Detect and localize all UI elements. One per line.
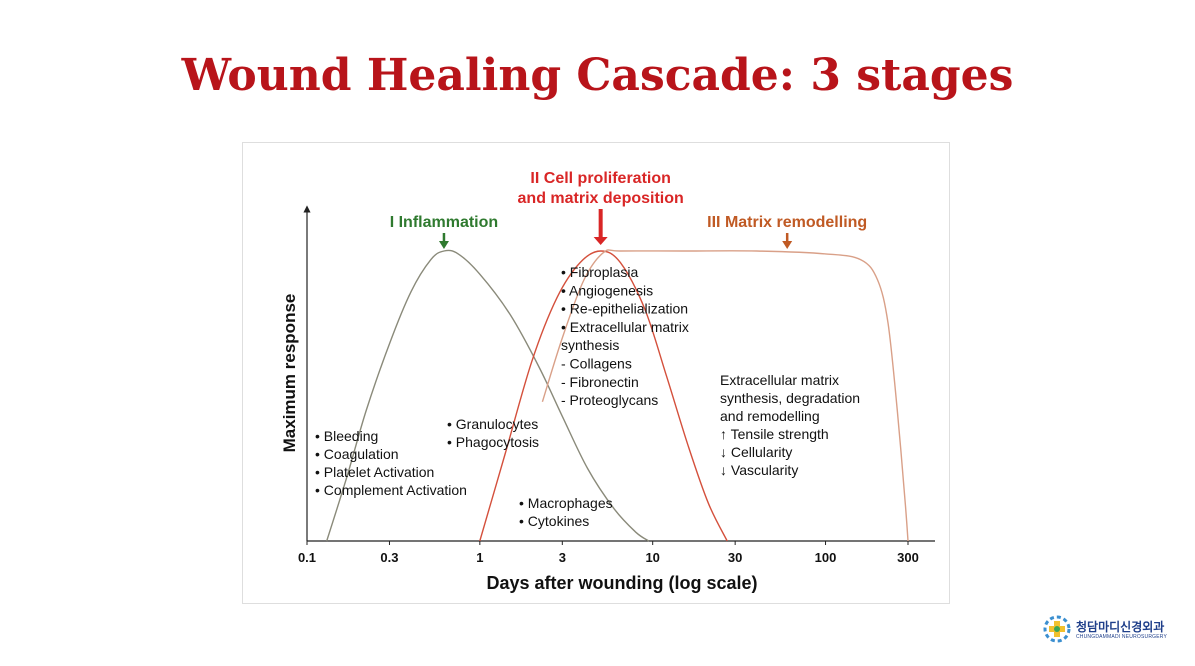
x-tick-label: 10: [645, 550, 659, 565]
wound-healing-diagram: 0.1 0.3 1 3 10 30 100 300 I Inflammation II Cell…: [242, 142, 950, 604]
annotation-proliferation-list: synthesis: [561, 337, 619, 353]
annotation-remodelling-list: synthesis, degradation: [720, 390, 860, 406]
annotation-proliferation-list: • Re-epithelialization: [561, 301, 688, 317]
annotation-remodelling-list: ↓ Cellularity: [720, 444, 792, 460]
annotation-macrophages: • Cytokines: [519, 513, 589, 529]
annotation-granulocytes: • Granulocytes: [447, 416, 538, 432]
annotation-macrophages: • Macrophages: [519, 495, 613, 511]
x-tick-label: 1: [476, 550, 483, 565]
annotation-remodelling-list: Extracellular matrix: [720, 372, 839, 388]
annotation-remodelling-list: ↓ Vascularity: [720, 462, 798, 478]
annotation-remodelling-list: and remodelling: [720, 408, 820, 424]
stage-arrowhead-remodelling: [782, 241, 793, 249]
stage-label-proliferation: and matrix deposition: [518, 190, 684, 207]
annotation-proliferation-list: • Fibroplasia: [561, 264, 638, 280]
stage-labels-group: I Inflammation II Cell proliferation and m…: [390, 170, 867, 249]
annotation-proliferation-list: - Collagens: [561, 356, 632, 372]
curves-group: [326, 249, 909, 542]
annotation-remodelling-list: ↑ Tensile strength: [720, 426, 829, 442]
annotation-proliferation-list: • Extracellular matrix: [561, 319, 689, 335]
annotation-hemostasis: • Coagulation: [315, 446, 399, 462]
x-tick-label: 30: [728, 550, 742, 565]
stage-label-remodelling: III Matrix remodelling: [707, 214, 867, 231]
annotations-group: • Bleeding • Coagulation • Platelet Activa…: [315, 264, 860, 529]
annotation-proliferation-list: - Fibronectin: [561, 374, 639, 390]
annotation-hemostasis: • Platelet Activation: [315, 464, 434, 480]
annotation-granulocytes: • Phagocytosis: [447, 434, 539, 450]
curve-proliferation: [479, 250, 728, 542]
logo-subtitle: CHUNGDAMMADI NEUROSURGERY: [1076, 634, 1168, 640]
curve-inflammation: [326, 249, 650, 542]
x-ticks-group: 0.1 0.3 1 3 10 30 100 300: [298, 541, 919, 565]
logo-mark-icon: [1043, 615, 1071, 643]
x-tick-label: 100: [815, 550, 837, 565]
stage-arrowhead-proliferation: [593, 237, 608, 245]
clinic-logo: 청담마디신경외과 CHUNGDAMMADI NEUROSURGERY: [1040, 610, 1190, 650]
annotation-hemostasis: • Complement Activation: [315, 482, 467, 498]
y-axis-label: Maximum response: [280, 294, 299, 453]
stage-label-proliferation: II Cell proliferation: [530, 170, 670, 187]
x-tick-label: 0.1: [298, 550, 316, 565]
diagram-canvas: 0.1 0.3 1 3 10 30 100 300 I Inflammation II Cell…: [280, 170, 935, 593]
x-axis-label: Days after wounding (log scale): [486, 573, 757, 593]
slide-title: Wound Healing Cascade: 3 stages: [181, 50, 1014, 101]
stage-arrowhead-inflammation: [438, 241, 449, 249]
stage-label-inflammation: I Inflammation: [390, 214, 498, 231]
x-tick-label: 0.3: [380, 550, 398, 565]
curve-remodelling: [541, 249, 909, 542]
x-tick-label: 300: [897, 550, 919, 565]
x-tick-label: 3: [559, 550, 566, 565]
annotation-proliferation-list: - Proteoglycans: [561, 392, 658, 408]
logo-name: 청담마디신경외과: [1076, 620, 1165, 634]
annotation-hemostasis: • Bleeding: [315, 428, 378, 444]
annotation-proliferation-list: • Angiogenesis: [561, 282, 653, 298]
